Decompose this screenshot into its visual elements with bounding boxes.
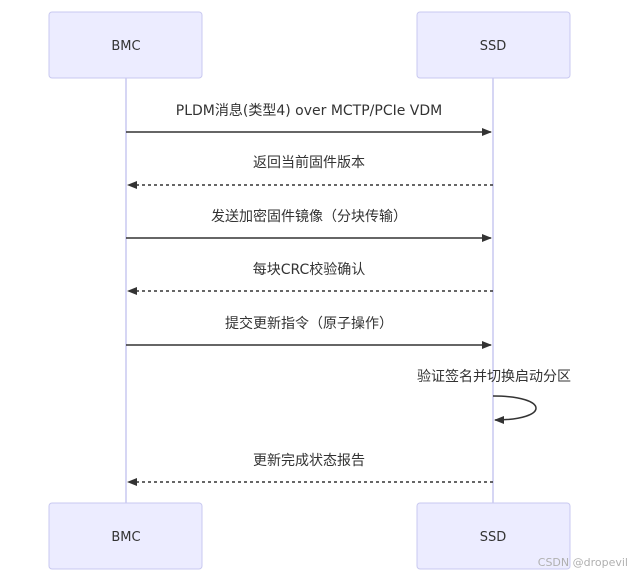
message-5: 提交更新指令（原子操作） [126,315,492,349]
message-3-label: 发送加密固件镜像（分块传输） [211,208,407,225]
participant-ssd-bottom: SSD [416,502,571,570]
message-6-loop-arrow [492,395,537,424]
message-2-label: 返回当前固件版本 [253,154,365,171]
message-6-self: 验证签名并切换启动分区 [417,368,571,424]
participant-ssd-top: SSD [416,11,571,79]
message-2: 返回当前固件版本 [127,154,493,189]
participant-ssd-top-label: SSD [480,39,507,54]
participant-bmc-top: BMC [48,11,203,79]
message-3: 发送加密固件镜像（分块传输） [126,208,492,242]
watermark: CSDN @dropevil [537,556,628,569]
message-5-label: 提交更新指令（原子操作） [225,315,393,332]
message-1: PLDM消息(类型4) over MCTP/PCIe VDM [126,102,492,136]
message-1-label: PLDM消息(类型4) over MCTP/PCIe VDM [176,102,442,119]
message-7-label: 更新完成状态报告 [253,453,365,469]
participant-bmc-bottom: BMC [48,502,203,570]
participant-bmc-bottom-label: BMC [111,530,140,545]
participant-ssd-bottom-label: SSD [480,530,507,545]
message-6-label: 验证签名并切换启动分区 [417,368,571,385]
message-7: 更新完成状态报告 [127,453,493,486]
message-4: 每块CRC校验确认 [127,261,493,295]
message-4-label: 每块CRC校验确认 [253,261,366,278]
participant-bmc-top-label: BMC [111,39,140,54]
